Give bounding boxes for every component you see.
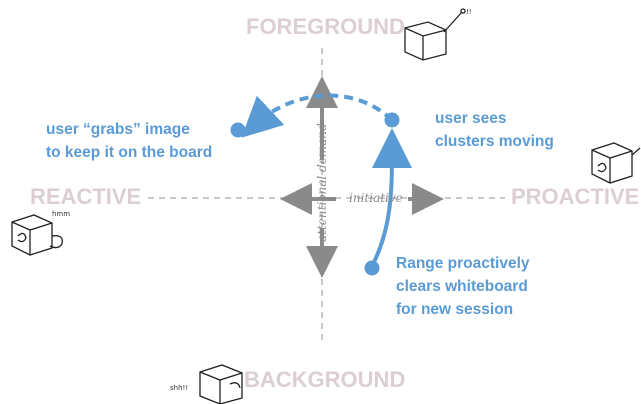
proactive-arrow [370, 128, 412, 267]
axis-label-proactive: PROACTIVE [511, 184, 640, 209]
note-range-line-1: Range proactively [396, 255, 530, 272]
note-user-sees: user sees clusters moving [435, 107, 554, 153]
note-range-proactive: Range proactively clears whiteboard for … [396, 252, 530, 321]
cube-doodle-left-icon: hmm [11, 210, 70, 256]
attentional-demand-annotation: attentional demand [315, 123, 329, 242]
dot-sees [384, 112, 400, 128]
cube-doodle-top-icon: !! [404, 8, 472, 61]
axis-label-foreground: FOREGROUND [246, 14, 405, 39]
dot-grab [230, 122, 246, 138]
reactive-dashed-arrow [241, 93, 394, 138]
mutter-text-bottom: shh!! [170, 384, 188, 392]
note-grab-line-1: user “grabs” image [46, 121, 190, 138]
note-range-line-2: clears whiteboard [396, 278, 528, 295]
cube-doodle-right-icon [591, 142, 641, 184]
cube-doodle-bottom-icon: shh!! [170, 364, 243, 404]
note-range-line-3: for new session [396, 301, 514, 318]
exclaim-text: !! [466, 8, 472, 16]
initiative-annotation: initiative [349, 191, 403, 205]
dot-range [364, 260, 380, 276]
axis-label-reactive: REACTIVE [30, 184, 142, 209]
axis-label-background: BACKGROUND [244, 367, 406, 392]
note-sees-line-1: user sees [435, 110, 507, 127]
note-sees-line-2: clusters moving [435, 133, 554, 150]
note-user-grabs: user “grabs” image to keep it on the boa… [46, 118, 212, 164]
mutter-text-left: hmm [52, 210, 70, 218]
note-grab-line-2: to keep it on the board [46, 144, 213, 161]
